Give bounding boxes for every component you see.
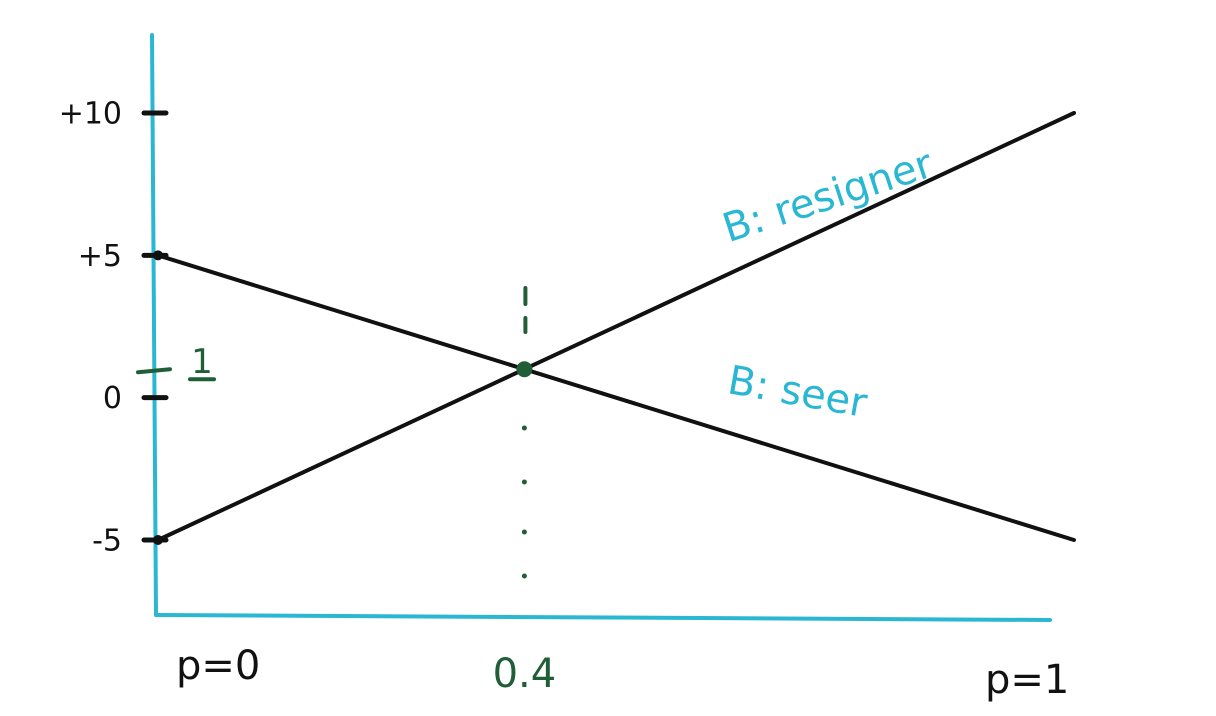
series-endpoint-marker [153,250,163,261]
series-line-resigner [156,111,1076,542]
guide-dot [521,573,527,579]
x-axis-end-label: p=1 [985,657,1069,703]
intersection-point [516,361,533,378]
x-axis-start-label: p=0 [176,643,260,689]
x-axis [154,613,1052,622]
x-axis-marked-label: 0.4 [493,651,557,697]
marked-y-tick-label: 1 [191,342,213,382]
y-tick-label: +10 [59,97,122,132]
guide-dot [521,529,527,535]
guide-dot [521,425,527,431]
y-tick-label: +5 [78,239,122,274]
y-axis-ticks: +10 +5 0 -5 [59,97,169,559]
series-endpoint-marker [153,535,163,545]
series-line-seer [156,253,1076,542]
marked-y-tick [136,367,172,375]
y-tick-label: -5 [92,524,122,559]
series-label-resigner: B: resigner [717,141,939,252]
y-tick-label: 0 [103,381,122,416]
y-axis [150,33,158,617]
series-label-seer: B: seer [724,357,871,427]
guide-dot [521,479,527,485]
intersection-guide-dots [521,286,528,579]
